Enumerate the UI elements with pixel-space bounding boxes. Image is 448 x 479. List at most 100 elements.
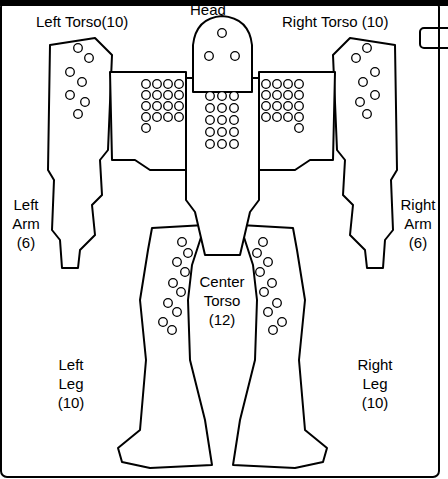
armor-pip	[206, 116, 215, 125]
armor-pip	[230, 116, 239, 125]
armor-pip	[164, 80, 173, 89]
part-label: Right Arm (6)	[398, 195, 438, 252]
armor-pip	[284, 80, 293, 89]
armor-pip	[259, 238, 268, 247]
part-label: Right Leg (10)	[352, 355, 398, 412]
armor-pip	[230, 104, 239, 113]
armor-pip	[153, 113, 162, 122]
armor-pip	[371, 91, 380, 100]
part-label: Center Torso (12)	[194, 272, 250, 329]
armor-pip	[218, 92, 227, 101]
armor-pip	[262, 80, 271, 89]
armor-pip	[168, 326, 177, 335]
armor-pip	[295, 113, 304, 122]
armor-pip	[218, 128, 227, 137]
armor-pip	[295, 102, 304, 111]
armor-pip	[205, 52, 214, 61]
panel-frame	[1, 1, 439, 477]
armor-pip	[173, 308, 182, 317]
armor-pip	[262, 102, 271, 111]
armor-pip	[175, 102, 184, 111]
armor-pip	[273, 80, 282, 89]
armor-pip	[206, 92, 215, 101]
armor-pip	[164, 299, 173, 308]
armor-pip	[273, 299, 282, 308]
right-leg	[233, 225, 327, 468]
armor-pip	[264, 258, 273, 267]
armor-pip	[230, 140, 239, 149]
armor-pip	[142, 80, 151, 89]
armor-pip	[273, 102, 282, 111]
armor-pip	[175, 91, 184, 100]
armor-pip	[66, 68, 75, 77]
left-torso	[110, 72, 186, 170]
left-arm	[48, 38, 112, 268]
center-torso	[186, 78, 259, 255]
armor-pip	[142, 124, 151, 133]
part-label: Left Torso(10)	[36, 12, 128, 31]
armor-pip	[218, 29, 227, 38]
armor-pip	[164, 113, 173, 122]
armor-pip	[268, 279, 277, 288]
armor-pip	[142, 113, 151, 122]
head	[193, 16, 252, 92]
armor-pip	[159, 318, 168, 327]
armor-pip	[206, 128, 215, 137]
armor-pip	[278, 318, 287, 327]
armor-pip	[262, 91, 271, 100]
armor-pip	[153, 102, 162, 111]
armor-pip	[284, 91, 293, 100]
armor-pip	[175, 80, 184, 89]
armor-pip	[295, 124, 304, 133]
armor-pip	[253, 249, 262, 258]
armor-pip	[260, 288, 269, 297]
armor-pip	[273, 91, 282, 100]
side-tab	[420, 28, 448, 48]
armor-pip	[142, 102, 151, 111]
part-label: Left Arm (6)	[6, 195, 46, 252]
armor-pip	[142, 91, 151, 100]
armor-pip	[218, 104, 227, 113]
armor-pip	[173, 258, 182, 267]
armor-pip	[206, 104, 215, 113]
armor-pip	[153, 80, 162, 89]
armor-pip	[356, 98, 365, 107]
armor-pip	[359, 78, 368, 87]
armor-pip	[177, 288, 186, 297]
armor-pip	[230, 128, 239, 137]
right-torso	[259, 72, 335, 170]
armor-pip	[231, 52, 240, 61]
armor-pip	[169, 279, 178, 288]
armor-pip	[206, 140, 215, 149]
armor-pip	[284, 113, 293, 122]
armor-pip	[230, 92, 239, 101]
armor-pip	[256, 268, 265, 277]
armor-pip	[262, 113, 271, 122]
part-label: Left Leg (10)	[48, 355, 94, 412]
armor-pip	[181, 268, 190, 277]
armor-pip	[284, 102, 293, 111]
armor-pip	[175, 113, 184, 122]
armor-pip	[178, 238, 187, 247]
left-leg	[118, 225, 212, 468]
right-arm	[333, 38, 397, 268]
part-label: Head	[190, 0, 226, 19]
armor-pip	[352, 54, 361, 63]
part-label: Right Torso (10)	[282, 12, 388, 31]
armor-pip	[295, 80, 304, 89]
armor-pip	[164, 102, 173, 111]
armor-pip	[81, 98, 90, 107]
armor-pip	[164, 91, 173, 100]
armor-pip	[153, 91, 162, 100]
armor-pip	[184, 249, 193, 258]
armor-pip	[74, 110, 83, 119]
armor-pip	[371, 68, 380, 77]
armor-pip	[218, 116, 227, 125]
armor-pip	[66, 91, 75, 100]
armor-pip	[273, 113, 282, 122]
armor-pip	[295, 91, 304, 100]
armor-pip	[269, 326, 278, 335]
armor-pip	[264, 308, 273, 317]
armor-pip	[218, 140, 227, 149]
armor-pip	[363, 44, 372, 53]
